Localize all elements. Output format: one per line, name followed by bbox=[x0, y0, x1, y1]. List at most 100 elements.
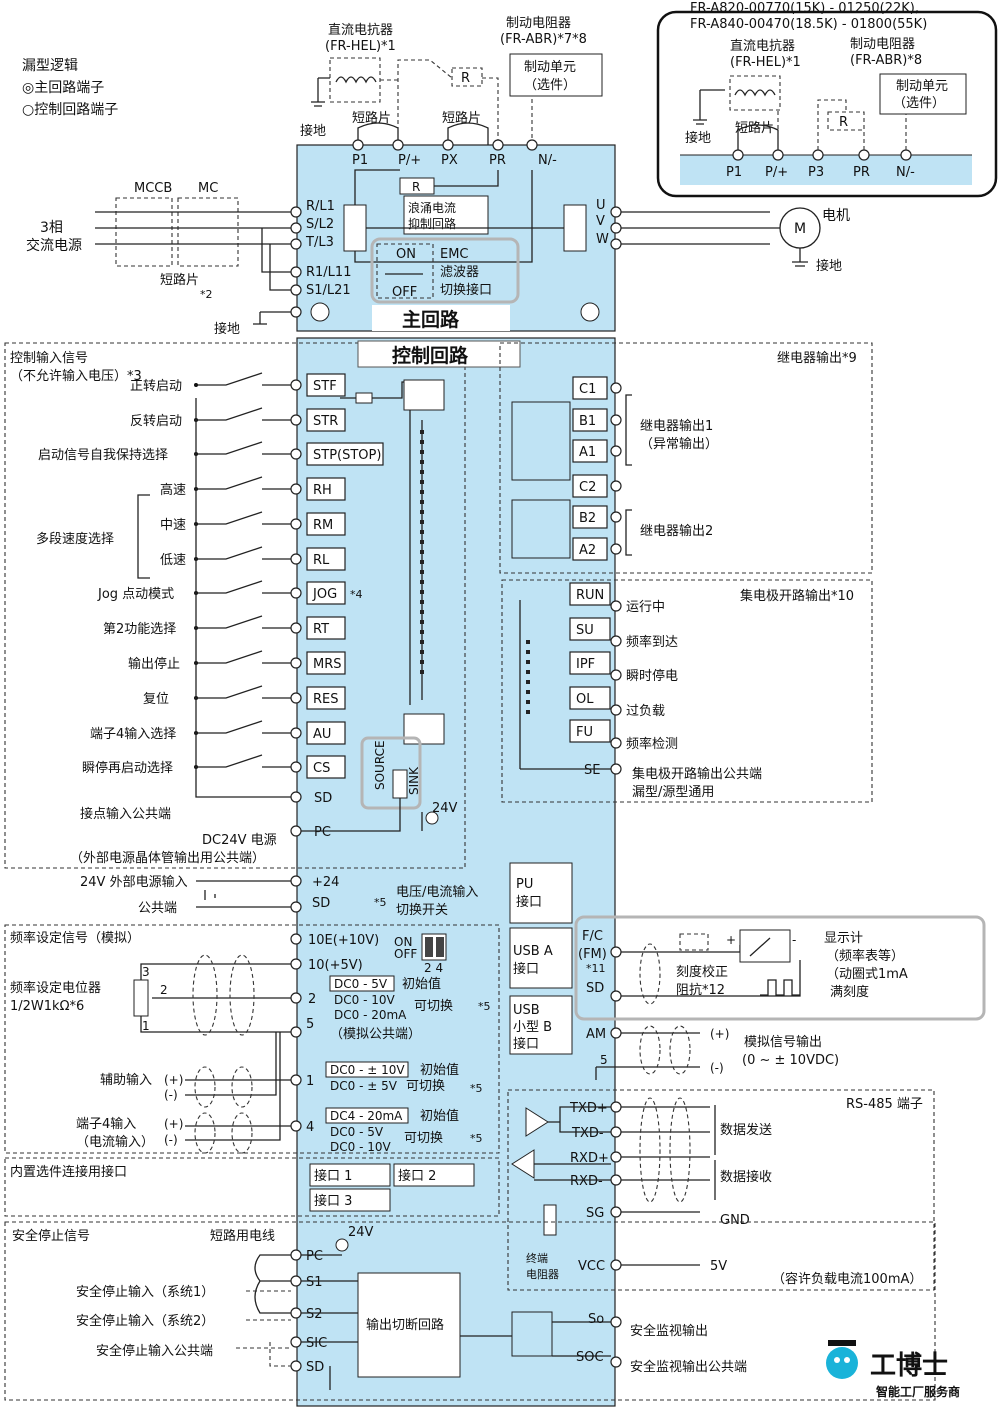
mccb-label: MCCB bbox=[134, 181, 172, 196]
data-recv: 数据接收 bbox=[720, 1169, 772, 1185]
sd-term: SD bbox=[314, 791, 332, 806]
usba-1: USB A bbox=[513, 944, 553, 959]
relay-circle-1 bbox=[610, 414, 622, 426]
meter-res-1: 刻度校正 bbox=[676, 964, 728, 980]
fm-term: (FM) bbox=[578, 947, 607, 962]
oc-header: 集电极开路输出*10 bbox=[740, 588, 854, 604]
t4-range-2: DC0 - 10V bbox=[330, 1140, 391, 1154]
relay-box-5 bbox=[572, 537, 608, 561]
input-term-5: RL bbox=[313, 553, 330, 568]
main-circuit-top: 直流电抗器 (FR-HEL)*1 制动电阻器 (FR-ABR)*7*8 制动单元… bbox=[300, 16, 603, 263]
t1-init: 初始值 bbox=[420, 1062, 459, 1078]
am-label-2: (0 ~ ± 10VDC) bbox=[742, 1053, 839, 1068]
safety-sd: SD bbox=[306, 1360, 324, 1375]
option-port-3[interactable] bbox=[309, 1188, 391, 1212]
input-box-2 bbox=[306, 442, 384, 466]
jumper-top: 短路片 bbox=[352, 110, 391, 126]
input-box-7 bbox=[306, 616, 346, 640]
oc-label-4: 频率检测 bbox=[626, 736, 678, 752]
inset-jumper: 短路片 bbox=[735, 120, 774, 136]
t4-switch: 可切换 bbox=[404, 1131, 443, 1146]
usbb-3: 接口 bbox=[513, 1036, 539, 1052]
so-term: So bbox=[588, 1312, 604, 1327]
input-term-6: JOG bbox=[312, 587, 337, 602]
jog-note: *4 bbox=[350, 588, 363, 601]
input-circle-8 bbox=[290, 657, 302, 669]
option-port-3-label: 接口 3 bbox=[314, 1193, 352, 1209]
t1-switch: 可切换 bbox=[406, 1079, 445, 1094]
t1-note: *5 bbox=[470, 1082, 483, 1095]
relay-header: 继电器输出*9 bbox=[777, 350, 857, 366]
usba-port[interactable] bbox=[509, 927, 573, 989]
term-res-1: 终端 bbox=[526, 1251, 548, 1265]
t1-range-1: DC0 - ± 5V bbox=[330, 1079, 398, 1093]
analog-common: （模拟公共端） bbox=[330, 1027, 421, 1042]
data-send: 数据发送 bbox=[720, 1122, 772, 1138]
term-rxd-p: RXD+ bbox=[570, 1151, 609, 1166]
vi-note: *5 bbox=[374, 896, 387, 909]
option-port-2[interactable] bbox=[393, 1163, 475, 1187]
resistor-r: R bbox=[461, 71, 470, 86]
option-port-1[interactable] bbox=[309, 1163, 391, 1187]
relay-term-5: A2 bbox=[579, 543, 596, 558]
input-box-9 bbox=[306, 686, 346, 710]
reactor-label-1: 直流电抗器 bbox=[328, 23, 393, 38]
t4-minus: (-) bbox=[164, 1133, 178, 1147]
input-switch-6 bbox=[196, 580, 291, 594]
input-term-8: MRS bbox=[313, 657, 342, 672]
emc-off: OFF bbox=[392, 285, 417, 300]
meter-plus: + bbox=[726, 933, 736, 947]
meter-frame bbox=[574, 915, 986, 1021]
emc-switch[interactable]: ON OFF EMC 滤波器 切换接口 bbox=[370, 237, 520, 304]
safety-sic: SIC bbox=[306, 1336, 327, 1351]
t4-init: 初始值 bbox=[420, 1108, 459, 1124]
inrush-2: 抑制回路 bbox=[408, 216, 456, 231]
legend-main: ◎主回路端子 bbox=[22, 80, 104, 96]
resistor-label-1: 制动电阻器 bbox=[506, 16, 571, 31]
term-pr: PR bbox=[489, 153, 506, 168]
jumper-note: *2 bbox=[200, 288, 213, 301]
inset-term-p: P/+ bbox=[765, 165, 788, 180]
inset-term-n: N/- bbox=[896, 165, 915, 180]
sw-nums: 2 4 bbox=[424, 961, 443, 975]
t4-note: *5 bbox=[470, 1132, 483, 1145]
input-label-4: 中速 bbox=[160, 518, 186, 533]
safety-label-0: 安全停止输入（系统1） bbox=[76, 1284, 214, 1300]
term-rl1: R/L1 bbox=[306, 199, 335, 214]
oc-label-0: 运行中 bbox=[626, 600, 665, 615]
input-switch-1 bbox=[196, 407, 291, 421]
se-label-2: 漏型/源型通用 bbox=[632, 784, 714, 800]
freq-frame bbox=[4, 924, 500, 1154]
relay-term-3: C2 bbox=[579, 480, 596, 495]
relay-term-0: C1 bbox=[579, 382, 596, 397]
ground-bottom: 接地 bbox=[214, 321, 240, 337]
pu-port[interactable] bbox=[509, 862, 573, 924]
legend-ctrl: ○控制回路端子 bbox=[22, 102, 118, 118]
input-box-1 bbox=[306, 408, 346, 432]
motor-output: U V W M 电机 接地 bbox=[596, 198, 850, 274]
vi-switch-2: 切换开关 bbox=[396, 903, 448, 918]
jumper-left: 短路片 bbox=[160, 272, 199, 288]
relay1-label-2: （异常输出） bbox=[640, 436, 718, 452]
input-box-3 bbox=[306, 477, 346, 501]
term-rxd-n: RXD- bbox=[570, 1174, 603, 1189]
brand-tagline: 智能工厂服务商 bbox=[875, 1384, 960, 1399]
term-res-2: 电阻器 bbox=[526, 1268, 559, 1281]
pu-1: PU bbox=[516, 877, 533, 892]
term-2: 2 bbox=[308, 992, 316, 1007]
inset-term-pr: PR bbox=[853, 165, 870, 180]
oc-circle-3 bbox=[610, 704, 622, 716]
pc-label-2: （外部电源晶体管输出用公共端） bbox=[70, 850, 265, 866]
input-box-4 bbox=[306, 512, 346, 536]
oc-circle-4 bbox=[610, 737, 622, 749]
usbb-port[interactable] bbox=[509, 995, 573, 1055]
meter-label-3: （动圈式1mA bbox=[826, 967, 908, 982]
soc-term: SOC bbox=[576, 1350, 604, 1365]
oc-circle-2 bbox=[610, 669, 622, 681]
term-n: N/- bbox=[538, 153, 557, 168]
oc-box-2 bbox=[569, 651, 611, 675]
oc-circle-0 bbox=[610, 600, 622, 612]
vi-switch-1: 电压/电流输入 bbox=[396, 884, 478, 900]
rs485-frame bbox=[507, 1089, 935, 1291]
